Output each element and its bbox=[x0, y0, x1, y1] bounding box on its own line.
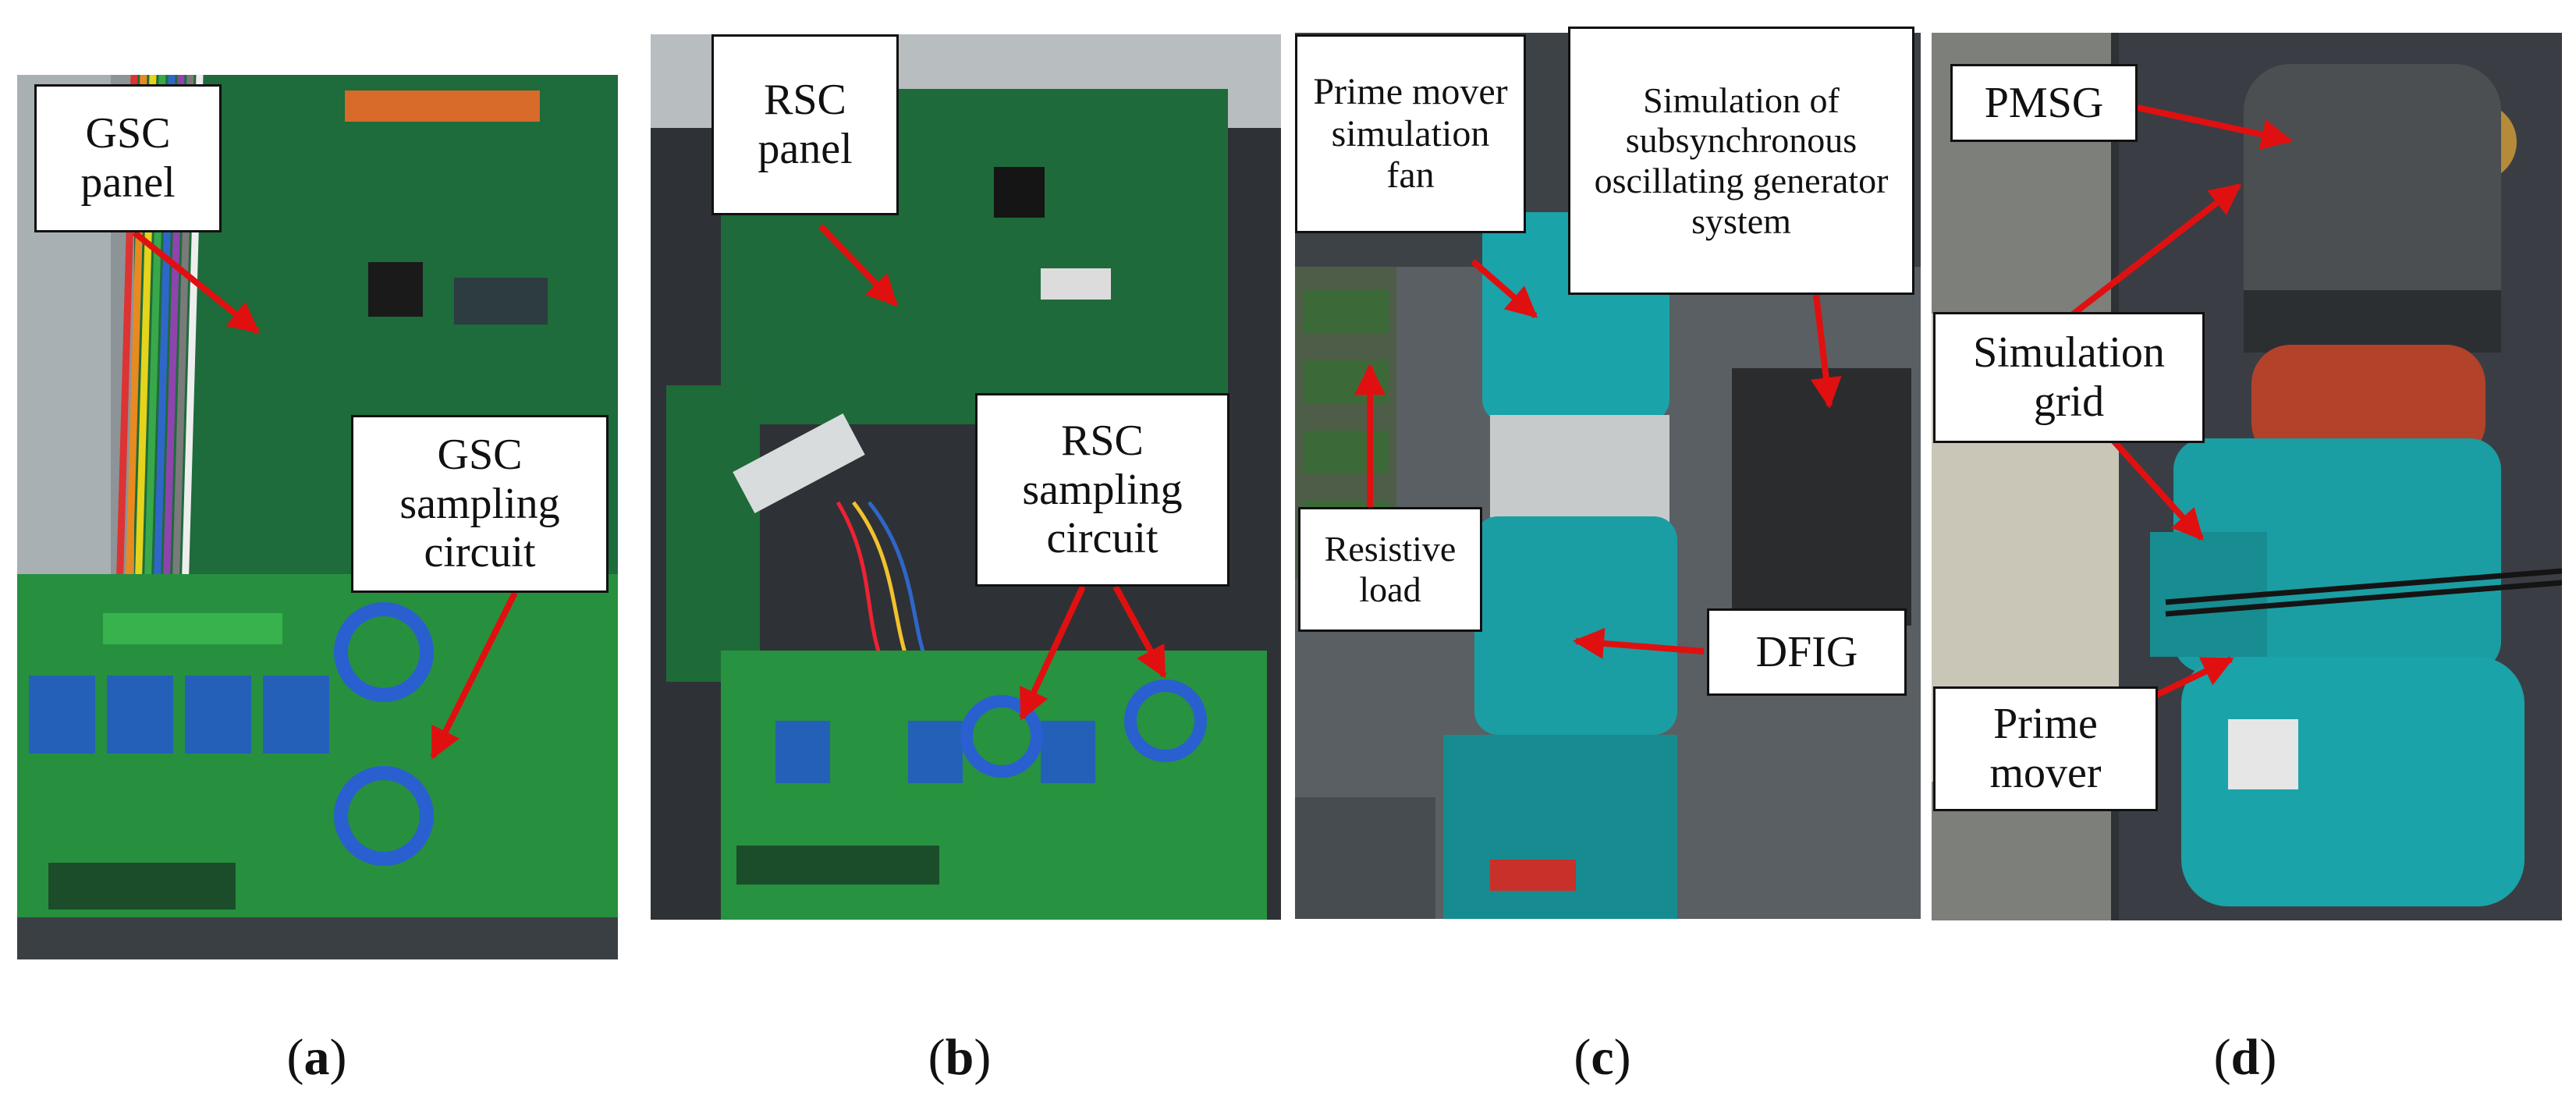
label-resistive-load: Resistive load bbox=[1298, 507, 1482, 632]
label-rsc-sampling-circuit: RSC sampling circuit bbox=[975, 393, 1229, 587]
label-rsc-panel: RSC panel bbox=[711, 34, 899, 215]
caption-c: (c) bbox=[1574, 1029, 1631, 1086]
label-gsc-sampling-circuit: GSC sampling circuit bbox=[351, 415, 609, 593]
rsc-board-photo bbox=[651, 34, 1281, 920]
photo-panel-b bbox=[651, 34, 1281, 920]
caption-d: (d) bbox=[2213, 1029, 2277, 1086]
label-gsc-panel: GSC panel bbox=[34, 84, 222, 232]
caption-a: (a) bbox=[286, 1029, 347, 1086]
label-prime-mover-simulation-fan: Prime mover simulation fan bbox=[1295, 34, 1526, 233]
label-dfig: DFIG bbox=[1707, 608, 1907, 696]
label-pmsg: PMSG bbox=[1950, 64, 2138, 142]
label-simulation-grid: Simulation grid bbox=[1933, 312, 2205, 443]
label-subsynchronous-oscillating-system: Simulation of subsynchronous oscillating… bbox=[1568, 27, 1914, 295]
caption-b: (b) bbox=[928, 1029, 992, 1086]
label-prime-mover: Prime mover bbox=[1933, 686, 2158, 811]
